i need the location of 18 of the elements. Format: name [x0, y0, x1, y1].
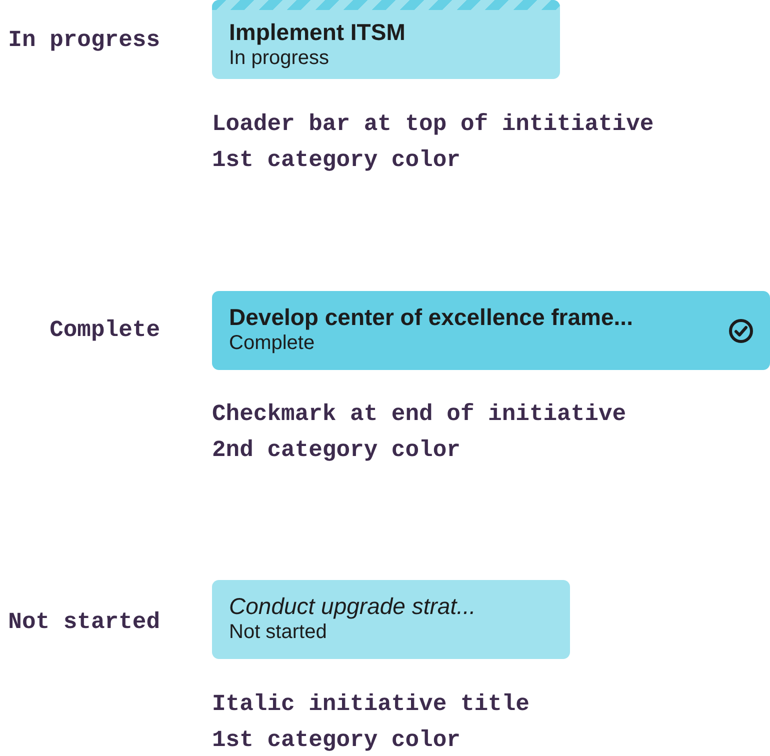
initiative-card [212, 0, 560, 79]
state-label: Complete [50, 316, 160, 344]
initiative-card [212, 580, 570, 659]
initiative-card [212, 291, 770, 370]
note-text: Loader bar at top of intitiative [212, 110, 654, 138]
status-text: Complete [229, 331, 315, 355]
status-text: Not started [229, 620, 327, 644]
note-text: 2nd category color [212, 436, 460, 464]
state-label: In progress [8, 26, 160, 54]
initiative-title: Implement ITSM [229, 18, 406, 46]
note-text: Italic initiative title [212, 690, 530, 718]
note-text: 1st category color [212, 146, 460, 174]
status-text: In progress [229, 46, 330, 70]
initiative-title: Conduct upgrade strat... [229, 592, 476, 620]
state-label: Not started [8, 608, 160, 636]
note-text: 1st category color [212, 726, 460, 754]
initiative-title: Develop center of excellence frame... [229, 303, 633, 331]
note-text: Checkmark at end of initiative [212, 400, 626, 428]
